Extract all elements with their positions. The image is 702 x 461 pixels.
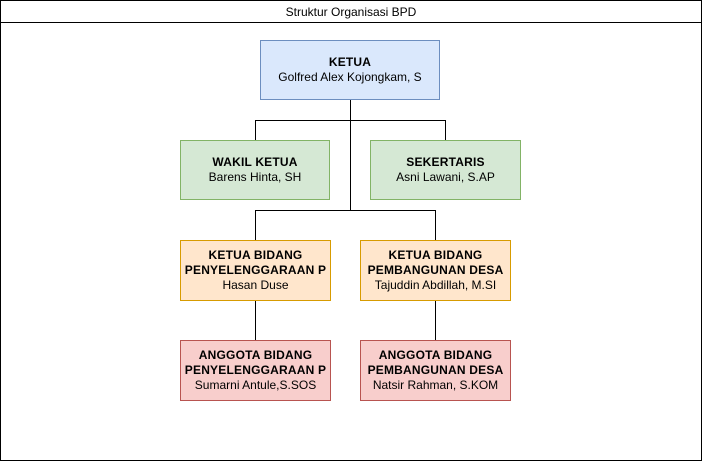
node-ab-pembangunan-role-2: PEMBANGUNAN DESA bbox=[367, 363, 504, 377]
node-ketua: KETUA Golfred Alex Kojongkam, S bbox=[260, 40, 440, 100]
node-ab-pembangunan-role-1: ANGGOTA BIDANG bbox=[378, 348, 493, 362]
node-ketua-role: KETUA bbox=[328, 55, 372, 69]
node-kb-penyelenggaraan-role-2: PENYELENGGARAAN P bbox=[184, 263, 327, 277]
node-kb-pembangunan-role-1: KETUA BIDANG bbox=[388, 248, 483, 262]
connector-trunk-bidang bbox=[255, 120, 436, 240]
node-kb-pembangunan-role-2: PEMBANGUNAN DESA bbox=[367, 263, 504, 277]
node-ketua-bidang-penyelenggaraan: KETUA BIDANG PENYELENGGARAAN P Hasan Dus… bbox=[180, 240, 331, 301]
connector-ketua-wakil-sekertaris bbox=[255, 100, 446, 140]
node-ab-penyelenggaraan-name: Sumarni Antule,S.SOS bbox=[194, 378, 317, 392]
node-wakil-ketua-name: Barens Hinta, SH bbox=[208, 170, 302, 184]
node-wakil-ketua: WAKIL KETUA Barens Hinta, SH bbox=[180, 140, 330, 200]
node-ab-penyelenggaraan-role-1: ANGGOTA BIDANG bbox=[198, 348, 313, 362]
node-anggota-bidang-penyelenggaraan: ANGGOTA BIDANG PENYELENGGARAAN P Sumarni… bbox=[180, 340, 331, 401]
node-ab-penyelenggaraan-role-2: PENYELENGGARAAN P bbox=[184, 363, 327, 377]
node-wakil-ketua-role: WAKIL KETUA bbox=[212, 155, 298, 169]
node-sekertaris-name: Asni Lawani, S.AP bbox=[396, 170, 495, 184]
node-kb-penyelenggaraan-role-1: KETUA BIDANG bbox=[208, 248, 303, 262]
node-ketua-bidang-pembangunan: KETUA BIDANG PEMBANGUNAN DESA Tajuddin A… bbox=[360, 240, 511, 301]
node-kb-penyelenggaraan-name: Hasan Duse bbox=[222, 278, 289, 292]
node-ab-pembangunan-name: Natsir Rahman, S.KOM bbox=[372, 378, 499, 392]
node-kb-pembangunan-name: Tajuddin Abdillah, M.SI bbox=[374, 278, 497, 292]
node-sekertaris-role: SEKERTARIS bbox=[406, 155, 485, 169]
node-anggota-bidang-pembangunan: ANGGOTA BIDANG PEMBANGUNAN DESA Natsir R… bbox=[360, 340, 511, 401]
node-sekertaris: SEKERTARIS Asni Lawani, S.AP bbox=[370, 140, 521, 200]
node-ketua-name: Golfred Alex Kojongkam, S bbox=[278, 70, 422, 84]
diagram-title: Struktur Organisasi BPD bbox=[1, 1, 701, 23]
